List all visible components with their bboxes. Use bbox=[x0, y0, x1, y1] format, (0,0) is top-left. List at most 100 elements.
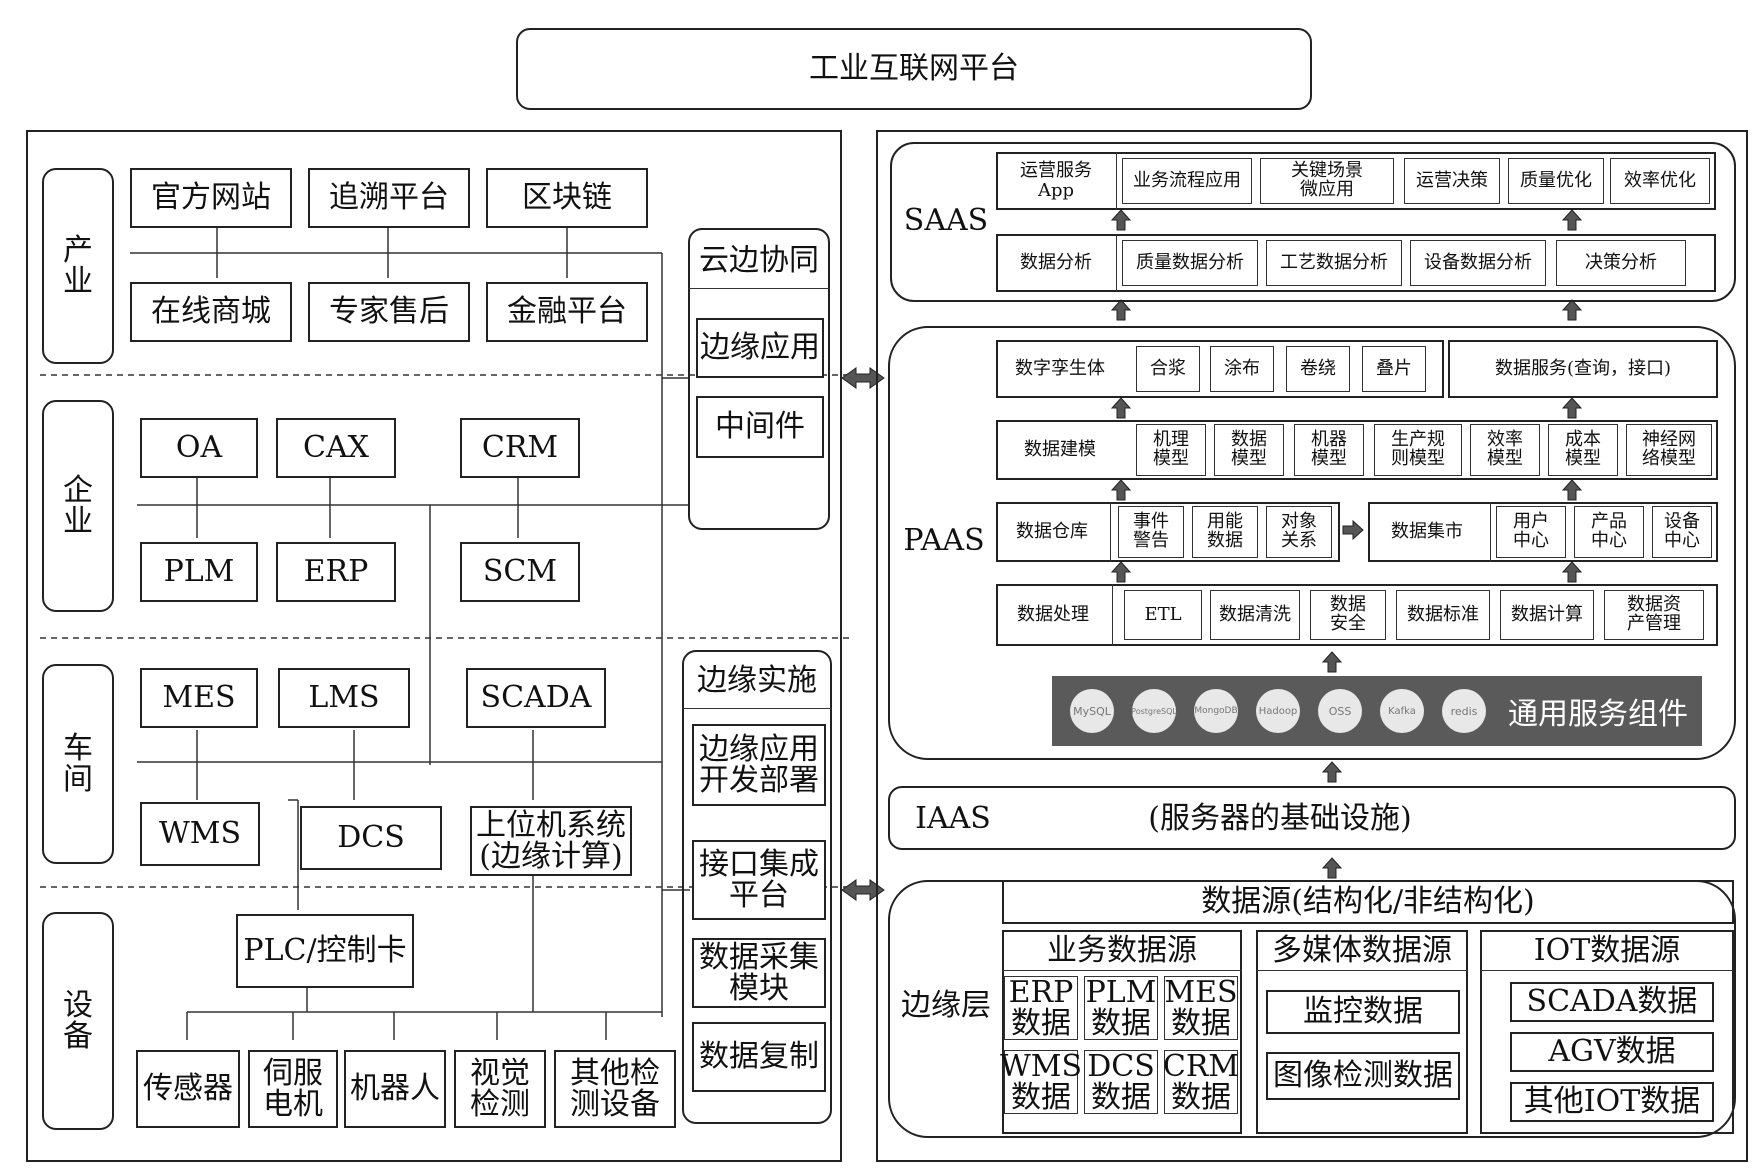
iot-agv-data: AGV数据 bbox=[1510, 1032, 1714, 1072]
iot-source-title: IOT数据源 bbox=[1533, 932, 1681, 968]
saas-label: SAAS bbox=[903, 202, 989, 238]
paas-processing-etl: ETL bbox=[1124, 590, 1202, 640]
paas-warehouse-energy-data: 用能 数据 bbox=[1192, 506, 1258, 558]
paas-model-efficiency: 效率 模型 bbox=[1470, 424, 1540, 476]
workshop-host-system: 上位机系统 (边缘计算) bbox=[470, 806, 632, 876]
paas-model-data: 数据 模型 bbox=[1214, 424, 1284, 476]
mysql-icon: MySQL bbox=[1070, 689, 1114, 733]
paas-processing-security: 数据 安全 bbox=[1310, 590, 1386, 640]
business-crm-data: CRM 数据 bbox=[1162, 1048, 1240, 1115]
workshop-lms: LMS bbox=[278, 668, 410, 728]
paas-model-neural-network: 神经网 络模型 bbox=[1626, 424, 1712, 476]
layer-industry: 产 业 bbox=[42, 168, 114, 364]
kafka-icon: Kafka bbox=[1380, 689, 1424, 733]
layer-workshop: 车 间 bbox=[42, 664, 114, 864]
cloud-edge-panel bbox=[688, 228, 830, 530]
edge-layer-label: 边缘层 bbox=[901, 987, 991, 1023]
device-vision-inspection: 视觉 检测 bbox=[454, 1050, 546, 1128]
paas-mart-divider bbox=[1490, 502, 1491, 562]
paas-processing-row bbox=[996, 584, 1718, 646]
industry-finance: 金融平台 bbox=[486, 282, 648, 342]
media-source-panel bbox=[1256, 930, 1468, 1134]
paas-label: PAAS bbox=[903, 522, 985, 558]
saas-panel bbox=[890, 142, 1736, 302]
paas-twin-slurry: 合浆 bbox=[1136, 346, 1200, 392]
paas-mart-row bbox=[1368, 502, 1718, 562]
workshop-mes: MES bbox=[140, 668, 258, 728]
paas-warehouse-row bbox=[996, 502, 1340, 562]
edge-impl-interface-platform: 接口集成 平台 bbox=[692, 840, 826, 920]
oss-icon: OSS bbox=[1318, 689, 1362, 733]
paas-modeling-row bbox=[996, 420, 1718, 480]
saas-row1-divider bbox=[1116, 152, 1117, 210]
paas-processing-standard: 数据标准 bbox=[1396, 590, 1490, 640]
paas-warehouse-divider bbox=[1110, 502, 1111, 562]
device-servo-motor: 伺服 电机 bbox=[248, 1050, 338, 1128]
services-bar: MySQL PostgreSQL MongoDB Hadoop OSS Kafk… bbox=[1052, 676, 1702, 746]
cloud-edge-middleware: 中间件 bbox=[696, 396, 824, 458]
saas-equipment-analysis: 设备数据分析 bbox=[1410, 240, 1546, 286]
cloud-edge-application: 边缘应用 bbox=[696, 318, 824, 378]
data-source-title: 数据源(结构化/非结构化) bbox=[1002, 880, 1734, 924]
paas-modeling-head: 数据建模 bbox=[1024, 439, 1096, 461]
paas-processing-head: 数据处理 bbox=[1017, 604, 1089, 626]
paas-warehouse-object-relation: 对象 关系 bbox=[1266, 506, 1332, 558]
enterprise-plm: PLM bbox=[140, 542, 258, 602]
postgresql-icon: PostgreSQL bbox=[1131, 689, 1177, 733]
business-mes-data: MES 数据 bbox=[1164, 974, 1238, 1041]
paas-model-cost: 成本 模型 bbox=[1548, 424, 1618, 476]
industry-website: 官方网站 bbox=[130, 168, 292, 228]
paas-processing-computing: 数据计算 bbox=[1500, 590, 1594, 640]
paas-data-service: 数据服务(查询，接口) bbox=[1448, 340, 1718, 398]
enterprise-scm: SCM bbox=[460, 542, 580, 602]
paas-warehouse-event-alert: 事件 警告 bbox=[1118, 506, 1184, 558]
hadoop-icon: Hadoop bbox=[1256, 689, 1300, 733]
enterprise-cax: CAX bbox=[276, 418, 396, 478]
iot-source-panel bbox=[1480, 930, 1734, 1134]
workshop-dcs: DCS bbox=[300, 806, 442, 870]
enterprise-oa: OA bbox=[140, 418, 258, 478]
paas-processing-divider bbox=[1112, 584, 1113, 646]
iot-other-data: 其他IOT数据 bbox=[1510, 1082, 1714, 1122]
iaas-panel bbox=[888, 786, 1736, 850]
cloud-edge-title: 云边协同 bbox=[699, 242, 819, 278]
device-robot: 机器人 bbox=[344, 1050, 446, 1128]
saas-row1 bbox=[996, 152, 1716, 210]
saas-decision-analysis: 决策分析 bbox=[1556, 240, 1686, 286]
paas-twin-head: 数字孪生体 bbox=[1015, 358, 1105, 380]
page-title: 工业互联网平台 bbox=[516, 28, 1312, 110]
iot-source-divider bbox=[1480, 970, 1734, 971]
enterprise-erp: ERP bbox=[276, 542, 396, 602]
paas-twin-coating: 涂布 bbox=[1210, 346, 1274, 392]
edge-impl-app-deploy: 边缘应用 开发部署 bbox=[692, 724, 826, 806]
paas-processing-asset-management: 数据资 产管理 bbox=[1604, 590, 1704, 640]
paas-model-machine: 机器 模型 bbox=[1294, 424, 1364, 476]
paas-twin-stacking: 叠片 bbox=[1362, 346, 1426, 392]
media-monitoring-data: 监控数据 bbox=[1266, 990, 1460, 1034]
edge-impl-data-collection: 数据采集 模块 bbox=[692, 938, 826, 1008]
paas-mart-user-center: 用户 中心 bbox=[1496, 506, 1566, 558]
layer-equipment: 设 备 bbox=[42, 912, 114, 1130]
industry-blockchain: 区块链 bbox=[486, 168, 648, 228]
mongodb-icon: MongoDB bbox=[1194, 689, 1238, 733]
services-label: 通用服务组件 bbox=[1508, 697, 1688, 732]
business-source-divider bbox=[1002, 970, 1242, 971]
saas-key-scenario-app: 关键场景 微应用 bbox=[1260, 158, 1394, 204]
business-dcs-data: DCS 数据 bbox=[1084, 1050, 1158, 1114]
plc-controller: PLC/控制卡 bbox=[236, 914, 414, 988]
redis-icon: redis bbox=[1442, 689, 1486, 733]
edge-impl-title: 边缘实施 bbox=[697, 662, 817, 698]
saas-process-analysis: 工艺数据分析 bbox=[1266, 240, 1402, 286]
edge-impl-data-replication: 数据复制 bbox=[692, 1022, 826, 1092]
paas-model-mechanism: 机理 模型 bbox=[1136, 424, 1206, 476]
business-source-panel bbox=[1002, 930, 1242, 1134]
media-source-divider bbox=[1256, 970, 1468, 971]
paas-twin-row bbox=[996, 340, 1444, 398]
paas-mart-head: 数据集市 bbox=[1391, 521, 1463, 543]
saas-ops-decision: 运营决策 bbox=[1404, 158, 1500, 204]
left-frame bbox=[26, 130, 842, 1162]
business-source-title: 业务数据源 bbox=[1047, 932, 1197, 968]
media-image-inspection-data: 图像检测数据 bbox=[1266, 1052, 1460, 1100]
paas-processing-cleaning: 数据清洗 bbox=[1210, 590, 1300, 640]
iaas-description: (服务器的基础设施) bbox=[1148, 800, 1412, 836]
